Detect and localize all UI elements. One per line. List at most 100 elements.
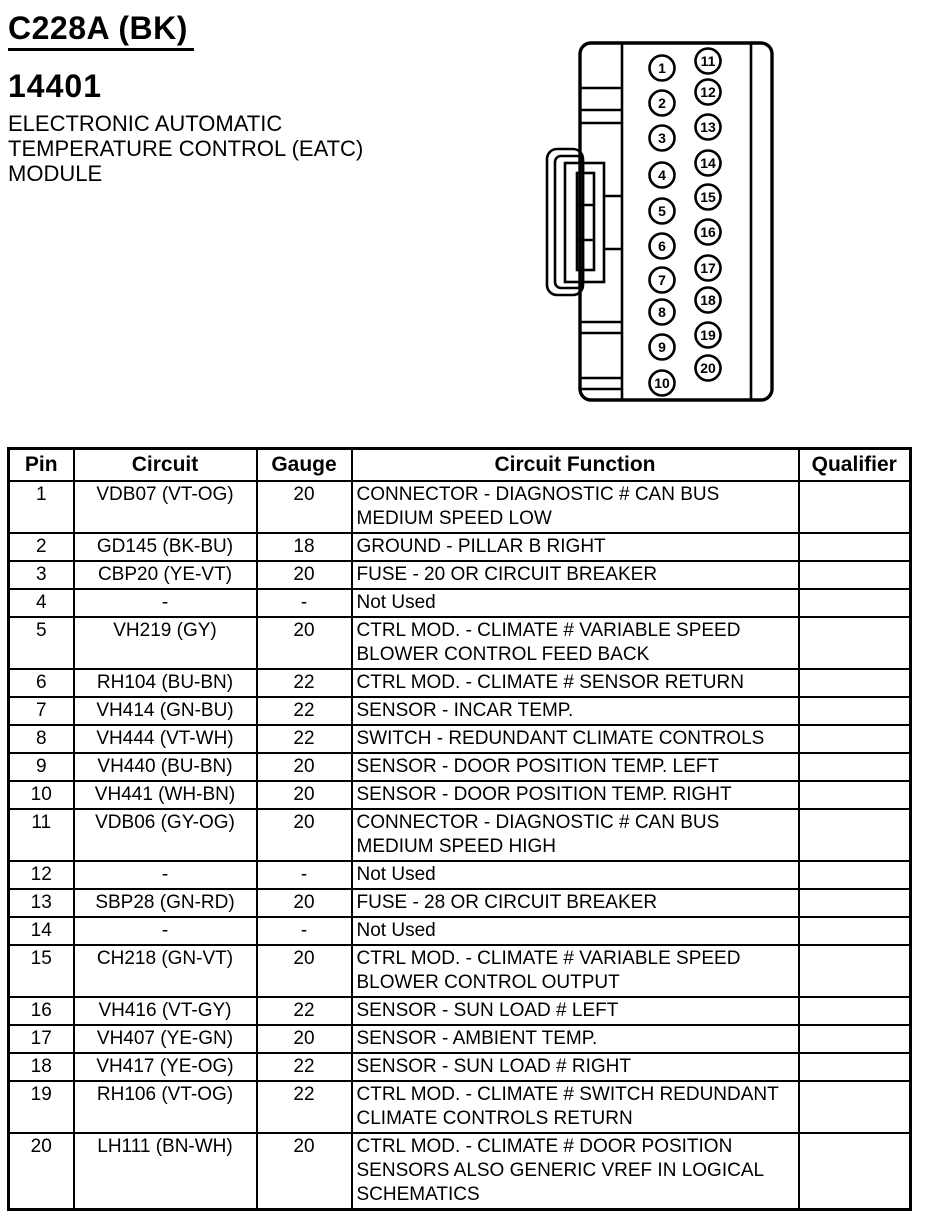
cell-circuit: RH106 (VT-OG) xyxy=(72,1080,258,1134)
cell-pin: 15 xyxy=(7,944,75,998)
cell-gauge: 20 xyxy=(255,944,353,998)
part-number: 14401 xyxy=(8,68,102,104)
cell-qualifier xyxy=(797,588,912,618)
cell-circuit: LH111 (BN-WH) xyxy=(72,1132,258,1211)
cell-qualifier xyxy=(797,808,912,862)
pin-8-number: 8 xyxy=(658,304,666,320)
module-description-line: ELECTRONIC AUTOMATIC xyxy=(8,111,283,136)
cell-qualifier xyxy=(797,888,912,918)
pin-13-circle xyxy=(694,113,722,141)
col-header-gauge: Gauge xyxy=(255,447,353,482)
pin-1-number: 1 xyxy=(658,60,666,76)
pin-9-number: 9 xyxy=(658,339,666,355)
pin-4-number: 4 xyxy=(658,167,666,183)
cell-function: Not Used xyxy=(350,588,800,618)
cell-circuit: VDB06 (GY-OG) xyxy=(72,808,258,862)
cell-pin: 1 xyxy=(7,480,75,534)
cell-function: SENSOR - AMBIENT TEMP. xyxy=(350,1024,800,1054)
cell-gauge: 22 xyxy=(255,668,353,698)
pin-4-circle xyxy=(648,161,676,189)
cell-circuit: VH219 (GY) xyxy=(72,616,258,670)
table-row: 12--Not Used xyxy=(7,860,912,890)
cell-gauge: 20 xyxy=(255,616,353,670)
pin-7-number: 7 xyxy=(658,272,666,288)
pin-14-number: 14 xyxy=(700,155,716,171)
pin-6-number: 6 xyxy=(658,238,666,254)
pin-13-number: 13 xyxy=(700,119,716,135)
cell-pin: 19 xyxy=(7,1080,75,1134)
pin-12-circle xyxy=(694,78,722,106)
cell-circuit: VH440 (BU-BN) xyxy=(72,752,258,782)
cell-qualifier xyxy=(797,1024,912,1054)
cell-gauge: 20 xyxy=(255,808,353,862)
cell-pin: 10 xyxy=(7,780,75,810)
cell-qualifier xyxy=(797,1052,912,1082)
pin-11-number: 11 xyxy=(701,53,716,69)
cell-circuit: CH218 (GN-VT) xyxy=(72,944,258,998)
cell-pin: 9 xyxy=(7,752,75,782)
cell-pin: 4 xyxy=(7,588,75,618)
pin-16-number: 16 xyxy=(700,224,716,240)
cell-pin: 3 xyxy=(7,560,75,590)
cell-circuit: CBP20 (YE-VT) xyxy=(72,560,258,590)
table-header-row: Pin Circuit Gauge Circuit Function Quali… xyxy=(7,447,912,482)
cell-pin: 20 xyxy=(7,1132,75,1211)
cell-circuit: VH416 (VT-GY) xyxy=(72,996,258,1026)
connector-ribs xyxy=(581,86,621,391)
cell-circuit: VH444 (VT-WH) xyxy=(72,724,258,754)
col-header-pin: Pin xyxy=(7,447,75,482)
cell-qualifier xyxy=(797,724,912,754)
cell-pin: 18 xyxy=(7,1052,75,1082)
cell-function: SENSOR - DOOR POSITION TEMP. LEFT xyxy=(350,752,800,782)
cell-gauge: 22 xyxy=(255,1052,353,1082)
pin-10-number: 10 xyxy=(654,375,670,391)
cell-gauge: 22 xyxy=(255,996,353,1026)
cell-gauge: 20 xyxy=(255,480,353,534)
pin-20-number: 20 xyxy=(700,360,716,376)
cell-circuit: - xyxy=(72,916,258,946)
pin-11-circle xyxy=(694,47,722,75)
pin-5-circle xyxy=(648,197,676,225)
module-description-line: MODULE xyxy=(8,161,103,186)
cell-gauge: - xyxy=(255,860,353,890)
table-row: 14--Not Used xyxy=(7,916,912,946)
cell-gauge: 18 xyxy=(255,532,353,562)
cell-circuit: VH414 (GN-BU) xyxy=(72,696,258,726)
cell-qualifier xyxy=(797,752,912,782)
cell-qualifier xyxy=(797,480,912,534)
cell-circuit: GD145 (BK-BU) xyxy=(72,532,258,562)
cell-pin: 14 xyxy=(7,916,75,946)
document-header: C228A (BK) 14401 ELECTRONIC AUTOMATIC TE… xyxy=(8,10,438,186)
cell-gauge: 22 xyxy=(255,1080,353,1134)
cell-pin: 16 xyxy=(7,996,75,1026)
col-header-circuit-function: Circuit Function xyxy=(350,447,800,482)
connector-latch xyxy=(545,147,622,297)
cell-pin: 12 xyxy=(7,860,75,890)
cell-gauge: 20 xyxy=(255,1132,353,1211)
cell-qualifier xyxy=(797,668,912,698)
cell-qualifier xyxy=(797,944,912,998)
cell-circuit: VDB07 (VT-OG) xyxy=(72,480,258,534)
cell-function: Not Used xyxy=(350,860,800,890)
cell-gauge: 20 xyxy=(255,1024,353,1054)
cell-gauge: - xyxy=(255,588,353,618)
cell-circuit: VH417 (YE-OG) xyxy=(72,1052,258,1082)
cell-qualifier xyxy=(797,996,912,1026)
module-description: ELECTRONIC AUTOMATIC TEMPERATURE CONTROL… xyxy=(8,111,438,186)
cell-gauge: 20 xyxy=(255,560,353,590)
pin-3-circle xyxy=(648,124,676,152)
cell-function: CTRL MOD. - CLIMATE # SENSOR RETURN xyxy=(350,668,800,698)
cell-function: CONNECTOR - DIAGNOSTIC # CAN BUS MEDIUM … xyxy=(350,808,800,862)
pin-18-circle xyxy=(694,286,722,314)
pin-1-circle xyxy=(648,54,676,82)
